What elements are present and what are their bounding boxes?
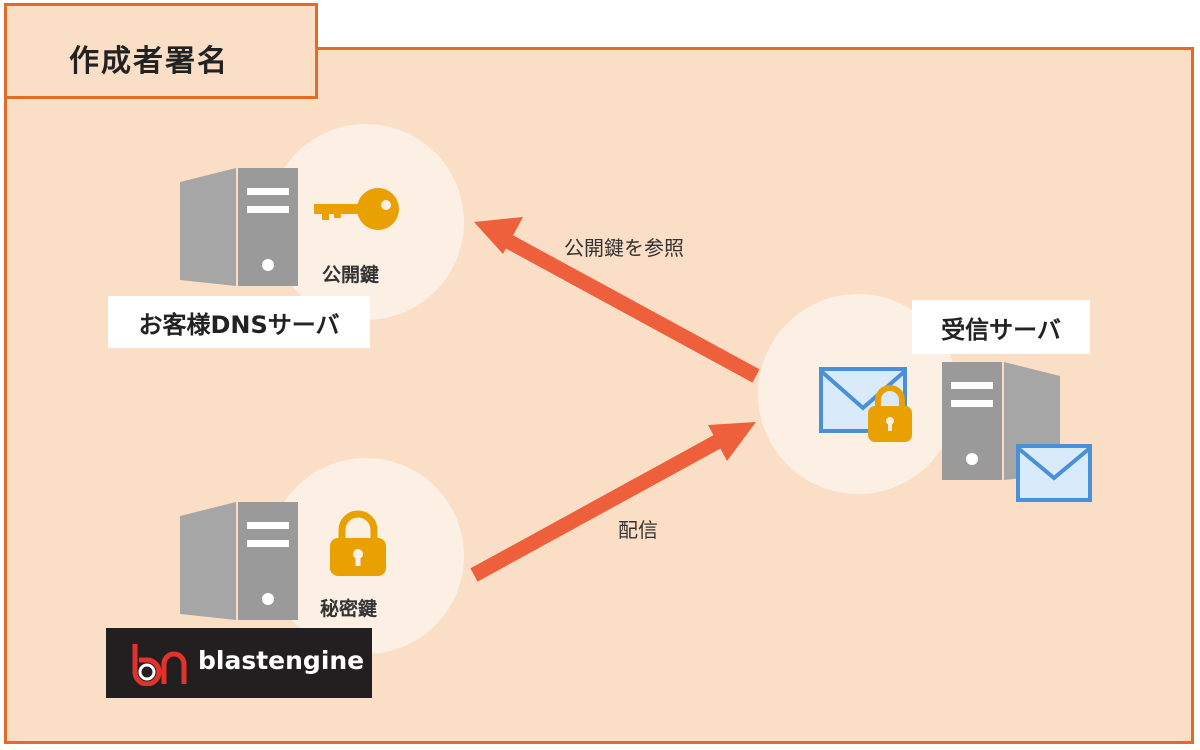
receiver-server-label: 受信サーバ xyxy=(912,300,1090,354)
title-tab: 作成者署名 xyxy=(4,3,318,99)
received-mail-icon xyxy=(1016,444,1092,502)
dns-server-label: お客様DNSサーバ xyxy=(108,296,370,348)
private-key-label: 秘密鍵 xyxy=(320,598,378,620)
delivery-arrow-label: 配信 xyxy=(618,518,658,542)
delivery-arrow xyxy=(470,422,756,582)
blastengine-logo: blastengine xyxy=(106,628,372,698)
private-key-lock-icon xyxy=(330,510,386,576)
lookup-arrow-label: 公開鍵を参照 xyxy=(564,236,684,260)
brand-name: blastengine xyxy=(198,646,365,675)
diagram-title: 作成者署名 xyxy=(69,44,229,79)
sender-server-icon xyxy=(180,502,298,620)
dns-server-icon xyxy=(180,168,298,286)
public-key-label: 公開鍵 xyxy=(322,264,380,286)
blastengine-mark-icon xyxy=(132,644,187,686)
encrypted-mail-icon xyxy=(819,367,912,442)
public-key-icon xyxy=(314,188,399,230)
lookup-arrow xyxy=(474,217,760,383)
